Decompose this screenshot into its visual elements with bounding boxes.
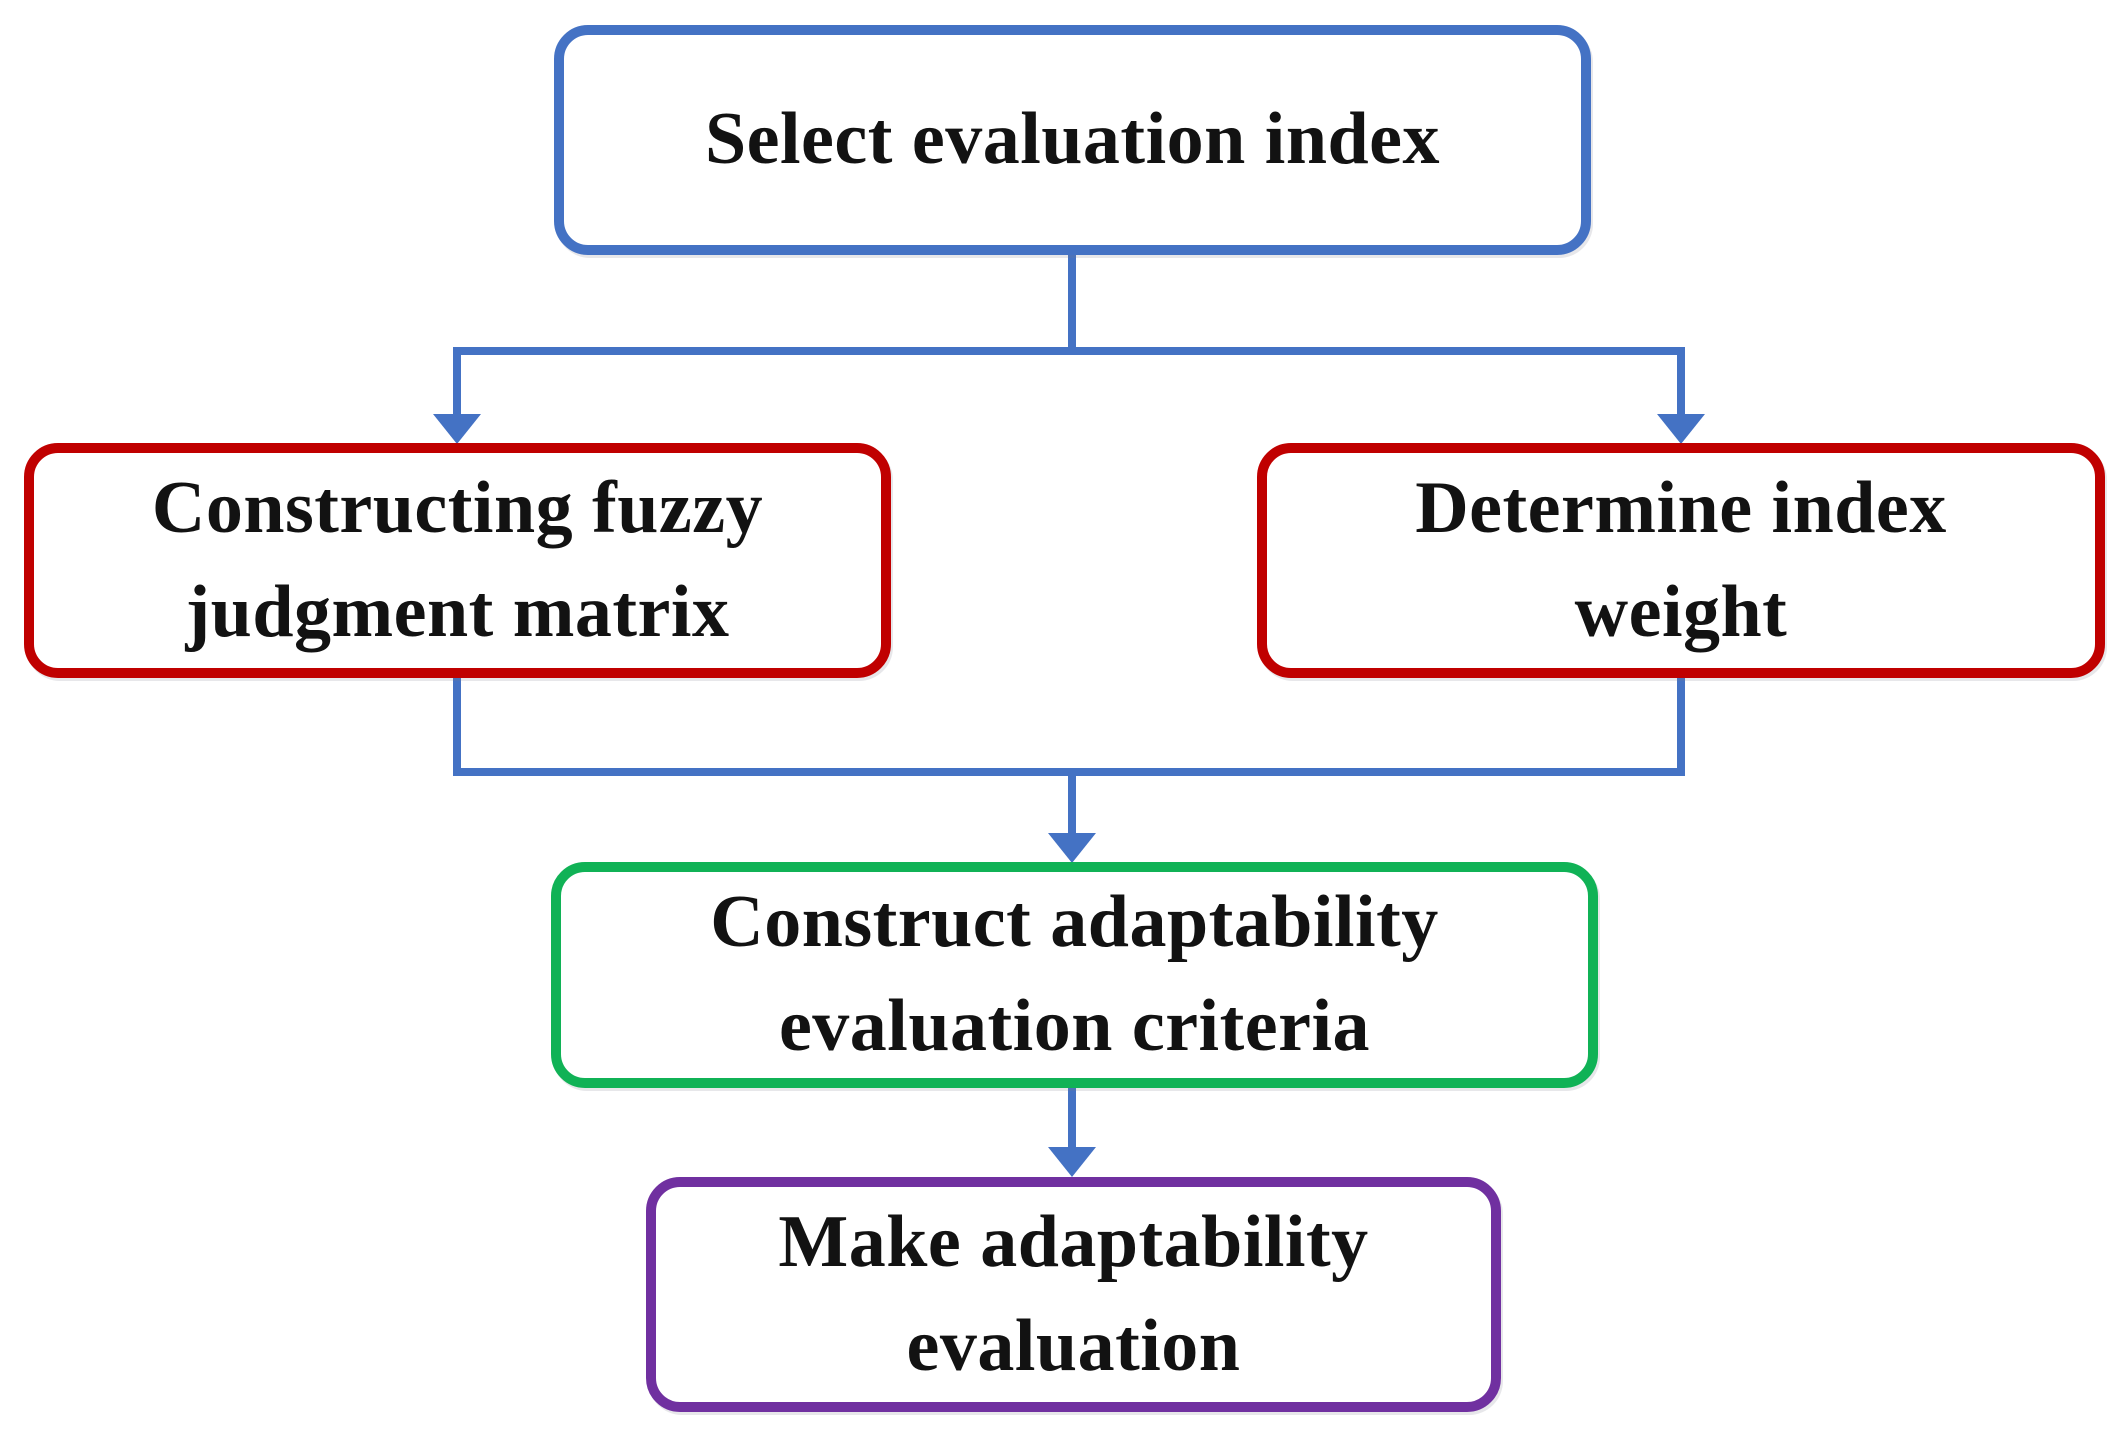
connector-merge-stem [1068,768,1076,834]
connector-merge-left [453,676,461,776]
connector-split-bar [453,347,1685,355]
node-make-adaptability-evaluation: Make adaptability evaluation [646,1177,1501,1412]
node-constructing-fuzzy-judgment-matrix: Constructing fuzzy judgment matrix [24,443,891,678]
arrowhead-to-index-weight-icon [1657,414,1705,444]
arrowhead-to-evaluation-criteria-icon [1048,833,1096,863]
connector-left-branch [453,347,461,417]
node-determine-index-weight: Determine index weight [1257,443,2105,678]
node-select-evaluation-index-label: Select evaluation index [704,98,1441,181]
connector-top-stem [1068,253,1076,351]
node-constructing-fuzzy-judgment-matrix-label: Constructing fuzzy judgment matrix [151,466,764,653]
node-select-evaluation-index: Select evaluation index [554,25,1591,255]
node-make-adaptability-evaluation-label: Make adaptability evaluation [778,1200,1369,1387]
connector-merge-right [1677,676,1685,776]
arrowhead-to-make-evaluation-icon [1048,1147,1096,1177]
node-construct-adaptability-evaluation-criteria: Construct adaptability evaluation criter… [551,862,1598,1088]
arrowhead-to-fuzzy-matrix-icon [433,414,481,444]
node-determine-index-weight-label: Determine index weight [1415,466,1947,653]
connector-right-branch [1677,347,1685,417]
connector-final-stem [1068,1086,1076,1148]
node-construct-adaptability-evaluation-criteria-label: Construct adaptability evaluation criter… [710,881,1439,1067]
